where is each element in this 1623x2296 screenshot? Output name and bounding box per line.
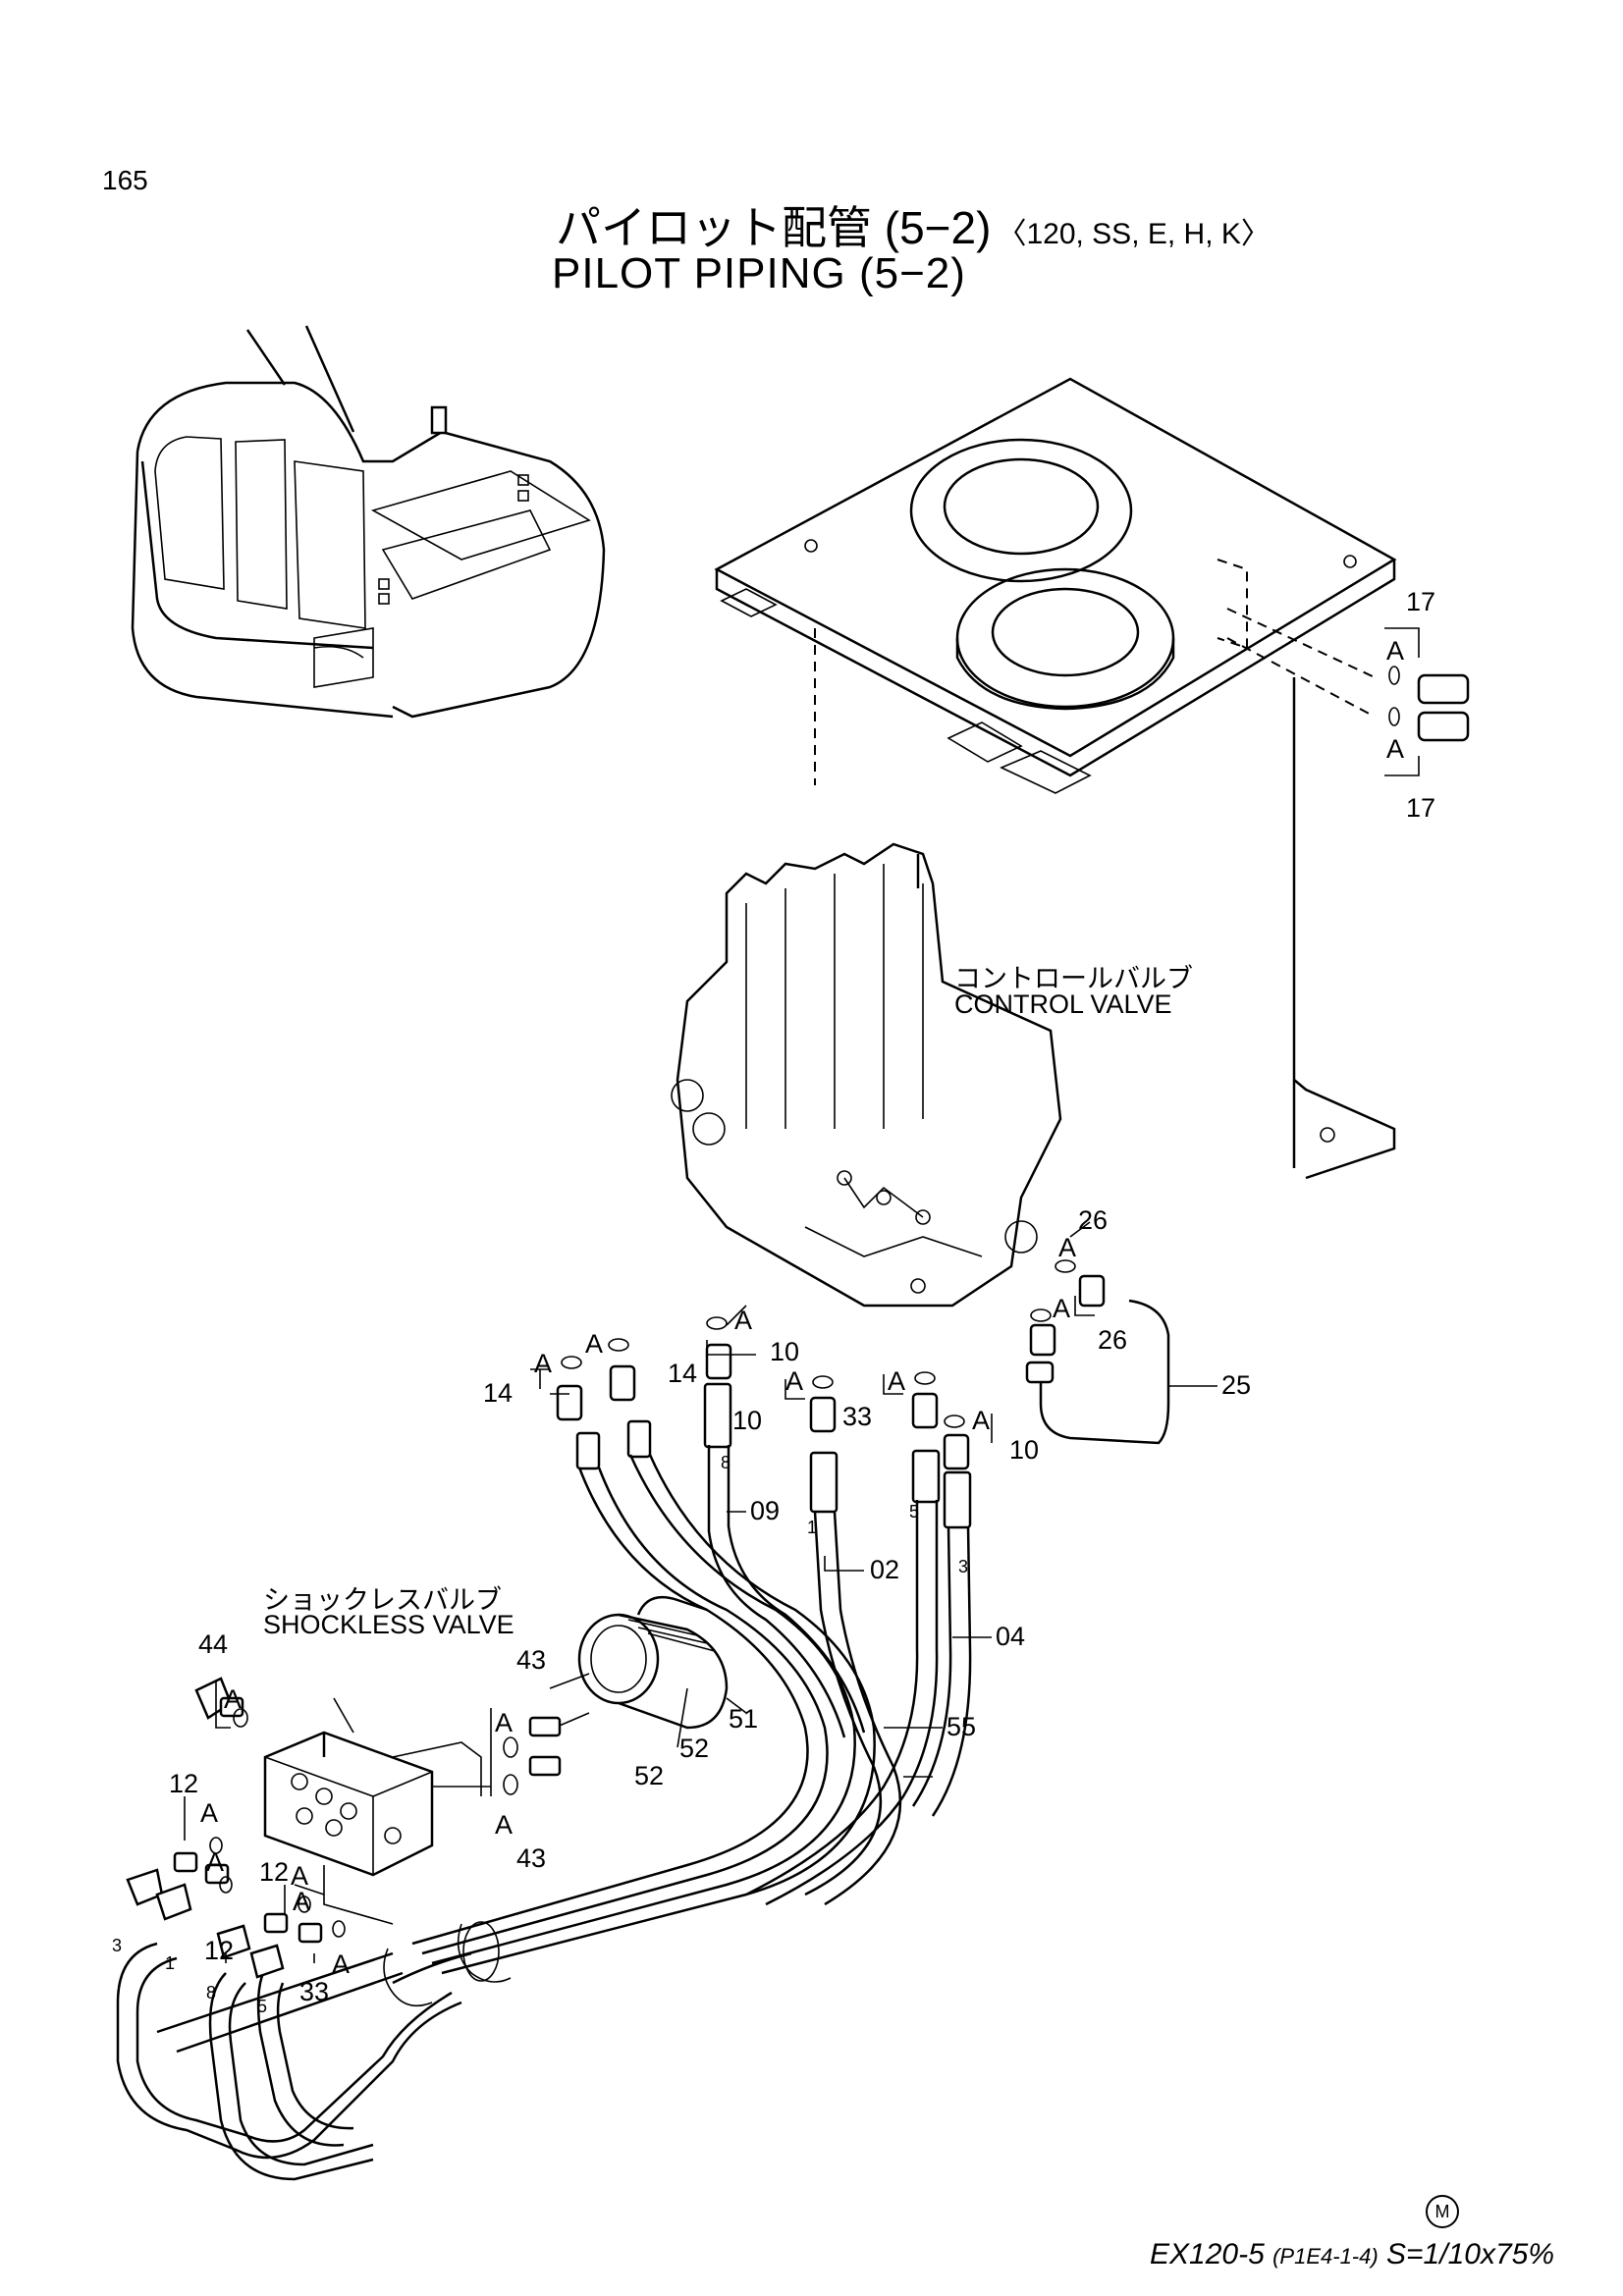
callout-a: A (206, 1847, 225, 1877)
hose-end-fittings-drawing (575, 1382, 972, 1529)
hose-mark: 5 (257, 1997, 268, 2016)
part-number: 52 (634, 1761, 665, 1790)
part-number: 12 (169, 1769, 199, 1798)
hose-mark: 5 (909, 1502, 920, 1522)
title-japanese: パイロット配管 (5−2)〈120, SS, E, H, K〉 (556, 192, 1271, 257)
callout-a: A (1053, 1294, 1071, 1323)
part-number: 33 (299, 1977, 330, 2006)
title-variant: 〈120, SS, E, H, K〉 (997, 218, 1271, 250)
footer-scale: S=1/10x75% (1386, 2238, 1554, 2270)
part-number: 10 (732, 1406, 763, 1435)
shockless-fittings-drawing (126, 1677, 562, 1979)
part-number: 33 (842, 1402, 873, 1431)
callout-a: A (291, 1861, 309, 1891)
part-number: 44 (198, 1629, 229, 1659)
hoses-drawing (116, 1445, 972, 2181)
part-number: 25 (1221, 1370, 1252, 1400)
callout-a: A (972, 1406, 991, 1435)
leader-lines (184, 1221, 1095, 1963)
footer-model-scale: EX120-5 (P1E4-1-4) S=1/10x75% (1150, 2238, 1554, 2271)
hose-mark: 1 (807, 1518, 818, 1537)
part-number: 17 (1406, 793, 1436, 823)
callout-a: A (1058, 1233, 1077, 1262)
hose-mark: 3 (112, 1936, 123, 1955)
callout-a: A (734, 1306, 753, 1335)
part-number: 10 (770, 1337, 800, 1366)
part-number: 55 (947, 1712, 977, 1741)
control-valve-label-en: CONTROL VALVE (954, 989, 1172, 1019)
part-number: 52 (679, 1734, 710, 1763)
hose-mark: 8 (206, 1983, 217, 2002)
part-number: 02 (870, 1555, 900, 1584)
part-number: 43 (516, 1645, 547, 1675)
callout-a: A (1386, 636, 1405, 666)
part-number: 14 (483, 1378, 514, 1408)
part-number: 26 (1078, 1205, 1109, 1235)
page-number: 165 (102, 165, 148, 195)
part-number: 10 (1009, 1435, 1040, 1465)
callout-a: A (293, 1887, 311, 1916)
clamp-51-52-drawing (549, 1595, 729, 1730)
part-number: 04 (996, 1622, 1026, 1651)
part-number: 26 (1098, 1325, 1128, 1355)
shockless-valve-drawing (263, 1697, 491, 1925)
hose-mark: 8 (721, 1453, 731, 1472)
shockless-valve-label-en: SHOCKLESS VALVE (263, 1610, 514, 1639)
footer-ref: (P1E4-1-4) (1272, 2244, 1379, 2269)
callout-a: A (224, 1684, 243, 1714)
callout-a: A (495, 1708, 514, 1737)
part-number: 51 (729, 1704, 759, 1734)
callout-a: A (332, 1949, 351, 1979)
callout-a: A (200, 1798, 219, 1828)
title-english: PILOT PIPING (5−2) (552, 249, 966, 297)
callout-a: A (1386, 734, 1405, 764)
control-valve-label-jp: コントロールバルブ (954, 964, 1193, 993)
callout-a: A (785, 1366, 804, 1396)
callout-a: A (585, 1329, 604, 1359)
adapter-17-drawing (1384, 627, 1470, 776)
footer-model: EX120-5 (1150, 2238, 1265, 2270)
part-number: 12 (204, 1936, 235, 1965)
callout-a: A (495, 1810, 514, 1840)
hose-mark: 1 (165, 1953, 176, 1973)
callout-a: A (534, 1349, 553, 1378)
control-valve-drawing (671, 842, 1062, 1308)
pipe-25-drawing (1039, 1299, 1170, 1445)
excavator-overview-drawing (131, 325, 606, 719)
part-number: 17 (1406, 587, 1436, 616)
part-number: 43 (516, 1843, 547, 1873)
shockless-valve-label-jp: ショックレスバルブ (263, 1585, 502, 1615)
hose-mark: 3 (958, 1557, 969, 1576)
callout-a: A (888, 1366, 906, 1396)
m-mark: M (1426, 2195, 1459, 2228)
frame-plate-drawing (714, 377, 1397, 1180)
title-jp-text: パイロット配管 (5−2) (556, 202, 992, 253)
part-number: 09 (750, 1496, 781, 1525)
part-number: 12 (259, 1857, 290, 1887)
part-number: 14 (668, 1359, 698, 1388)
